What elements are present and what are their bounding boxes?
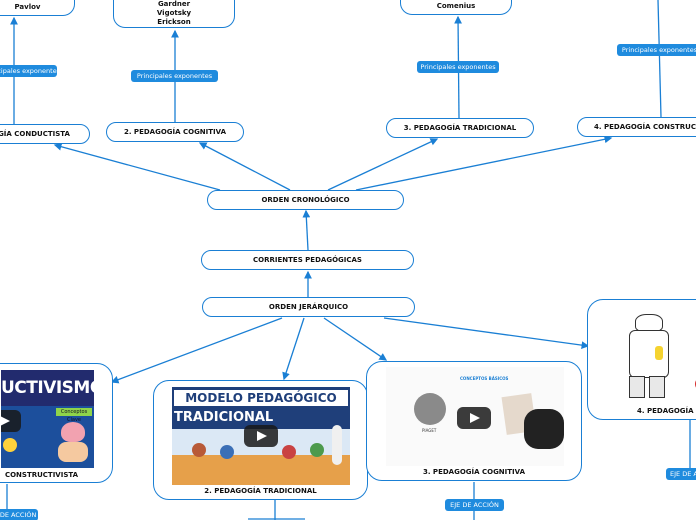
thumbnail-title-line2: TRADICIONAL <box>174 410 274 425</box>
node-label-constructivista: 4. PEDAGOGÍA CONSTRUC <box>594 122 696 131</box>
author-text-comenius: Comenius <box>436 2 476 10</box>
flask-illustration <box>655 346 663 360</box>
author-node-cognitive[interactable]: Gardner Vigotsky Erickson <box>113 0 235 28</box>
teacher-figure <box>332 425 342 465</box>
tag-eje-pedagogia-4[interactable]: EJE DE ACCIÓN <box>666 468 696 480</box>
scientist-leg <box>649 376 665 398</box>
author-node-comenius[interactable]: Comenius <box>400 0 512 15</box>
icon-bulb <box>3 438 17 452</box>
author-text-cognitive: Gardner Vigotsky Erickson <box>156 0 192 26</box>
node-label-orden-jerarquico: ORDEN JERÁRQUICO <box>268 302 349 311</box>
thumbnail-banner <box>1 370 94 406</box>
thumbnail-title: UCTIVISMO <box>1 378 94 398</box>
play-button-icon[interactable] <box>1 410 21 432</box>
video-thumbnail-constructivista[interactable]: UCTIVISMO Conceptos Clave <box>1 370 94 468</box>
thumbnail-title-line1: MODELO PEDAGÓGICO <box>174 390 348 406</box>
tag-eje-cognitiva[interactable]: EJE DE ACCIÓN <box>445 499 504 511</box>
video-thumbnail-pedagogia-4[interactable] <box>607 306 696 405</box>
play-button-icon[interactable] <box>244 425 278 447</box>
node-corrientes-pedagogicas[interactable]: CORRIENTES PEDAGÓGICAS <box>201 250 414 270</box>
card-constructivista[interactable]: UCTIVISMO Conceptos Clave CONSTRUCTIVIST… <box>0 363 113 483</box>
card-pedagogia-4[interactable]: 4. PEDAGOGÍA <box>587 299 696 420</box>
node-orden-cronologico[interactable]: ORDEN CRONOLÓGICO <box>207 190 404 210</box>
thumbnail-board-text: CONCEPTOS BÁSICOS <box>460 376 509 381</box>
video-thumbnail-cognitiva[interactable]: CONCEPTOS BÁSICOS PIAGET <box>386 367 564 466</box>
card-cognitiva[interactable]: CONCEPTOS BÁSICOS PIAGET 3. PEDAGOGÍA CO… <box>366 361 582 481</box>
card-caption-tradicional: 2. PEDAGOGÍA TRADICIONAL <box>204 487 317 495</box>
author-text-pavlov: Pavlov <box>14 2 41 11</box>
tag-exponentes-conductista[interactable]: Principales exponentes <box>0 65 60 77</box>
node-label-cognitiva: 2. PEDAGOGÍA COGNITIVA <box>123 127 227 136</box>
card-caption-constructivista: CONSTRUCTIVISTA <box>4 471 79 479</box>
author-node-pavlov[interactable]: Pavlov <box>0 0 75 16</box>
scientist-coat <box>629 330 669 378</box>
student-figure <box>310 443 324 457</box>
play-button-icon[interactable] <box>457 407 491 429</box>
hand-illustration <box>524 409 564 449</box>
node-label-conductista: GÍA CONDUCTISTA <box>0 129 70 138</box>
student-figure <box>192 443 206 457</box>
portrait-name: PIAGET <box>422 428 437 433</box>
card-caption-cognitiva: 3. PEDAGOGÍA COGNITIVA <box>422 468 526 476</box>
video-thumbnail-tradicional[interactable]: MODELO PEDAGÓGICO TRADICIONAL <box>172 387 350 485</box>
node-pedagogia-conductista[interactable]: GÍA CONDUCTISTA <box>0 124 90 144</box>
tag-eje-constructivista[interactable]: EJE DE ACCIÓN <box>0 509 38 520</box>
card-caption-pedagogia-4: 4. PEDAGOGÍA <box>637 407 694 415</box>
card-tradicional[interactable]: MODELO PEDAGÓGICO TRADICIONAL 2. PEDAGOG… <box>153 380 368 500</box>
tag-exponentes-constructivista[interactable]: Principales exponentes <box>617 44 696 56</box>
tag-exponentes-cognitiva[interactable]: Principales exponentes <box>131 70 218 82</box>
brain-illustration <box>61 422 85 442</box>
node-pedagogia-cognitiva[interactable]: 2. PEDAGOGÍA COGNITIVA <box>106 122 244 142</box>
portrait-illustration <box>414 393 446 425</box>
thumbnail-subtitle: Conceptos Clave <box>56 408 92 423</box>
student-figure <box>282 445 296 459</box>
tag-exponentes-tradicional[interactable]: Principales exponentes <box>417 61 499 73</box>
classroom-desks <box>172 455 350 485</box>
node-label-orden-cronologico: ORDEN CRONOLÓGICO <box>261 195 350 204</box>
node-orden-jerarquico[interactable]: ORDEN JERÁRQUICO <box>202 297 415 317</box>
student-figure <box>220 445 234 459</box>
node-pedagogia-constructivista[interactable]: 4. PEDAGOGÍA CONSTRUC <box>577 117 696 137</box>
node-label-corrientes: CORRIENTES PEDAGÓGICAS <box>253 255 362 264</box>
student-illustration <box>58 442 88 462</box>
scientist-leg <box>629 376 645 398</box>
node-pedagogia-tradicional[interactable]: 3. PEDAGOGÍA TRADICIONAL <box>386 118 534 138</box>
node-label-tradicional: 3. PEDAGOGÍA TRADICIONAL <box>403 123 517 132</box>
